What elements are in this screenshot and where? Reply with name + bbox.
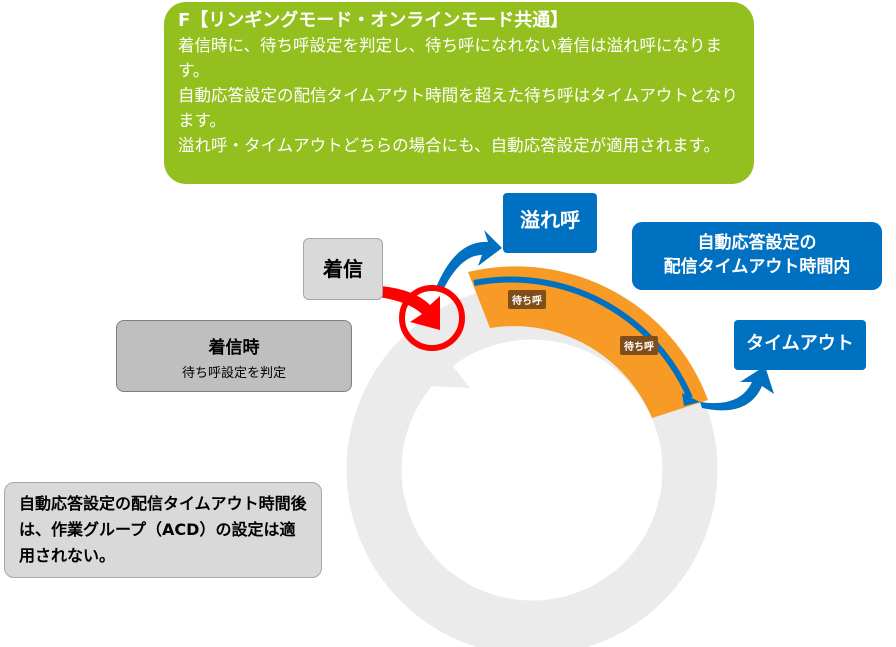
timeout-progress-arrow	[473, 276, 693, 400]
on-incoming-callout: 着信時 待ち呼設定を判定	[116, 320, 352, 392]
note-line: 溢れ呼・タイムアウトどちらの場合にも、自動応答設定が適用されます。	[178, 136, 721, 155]
overflow-arrow	[435, 230, 502, 292]
note-line: 着信時に、待ち呼設定を判定し、待ち呼になれない着信は溢れ呼になります。	[178, 36, 723, 80]
waiting-call-tag: 待ち呼	[508, 290, 546, 309]
callout-line: 自動応答設定の	[697, 233, 817, 253]
timeout-window-callout: 自動応答設定の 配信タイムアウト時間内	[632, 222, 882, 290]
explanation-note: F【リンギングモード・オンラインモード共通】 着信時に、待ち呼設定を判定し、待ち…	[164, 2, 754, 184]
cycle-arrow-head	[405, 350, 470, 388]
callout-text: 待ち呼設定を判定	[181, 366, 286, 381]
note-line: 自動応答設定の配信タイムアウト時間を超えた待ち呼はタイムアウトとなります。	[178, 86, 738, 130]
callout-title: 着信時	[208, 338, 260, 358]
timeout-arrow	[700, 366, 774, 411]
note-title: F【リンギングモード・オンラインモード共通】	[178, 10, 569, 31]
waiting-call-tag: 待ち呼	[620, 336, 658, 355]
overflow-callout: 溢れ呼	[503, 193, 597, 253]
callout-line: 配信タイムアウト時間内	[663, 257, 851, 277]
incoming-callout: 着信	[303, 238, 383, 300]
timeout-progress-arrowhead	[682, 393, 700, 406]
timeout-callout: タイムアウト	[734, 320, 866, 370]
incoming-point-circle	[399, 285, 465, 351]
after-timeout-note: 自動応答設定の配信タイムアウト時間後は、作業グループ（ACD）の設定は適用されな…	[4, 482, 322, 578]
